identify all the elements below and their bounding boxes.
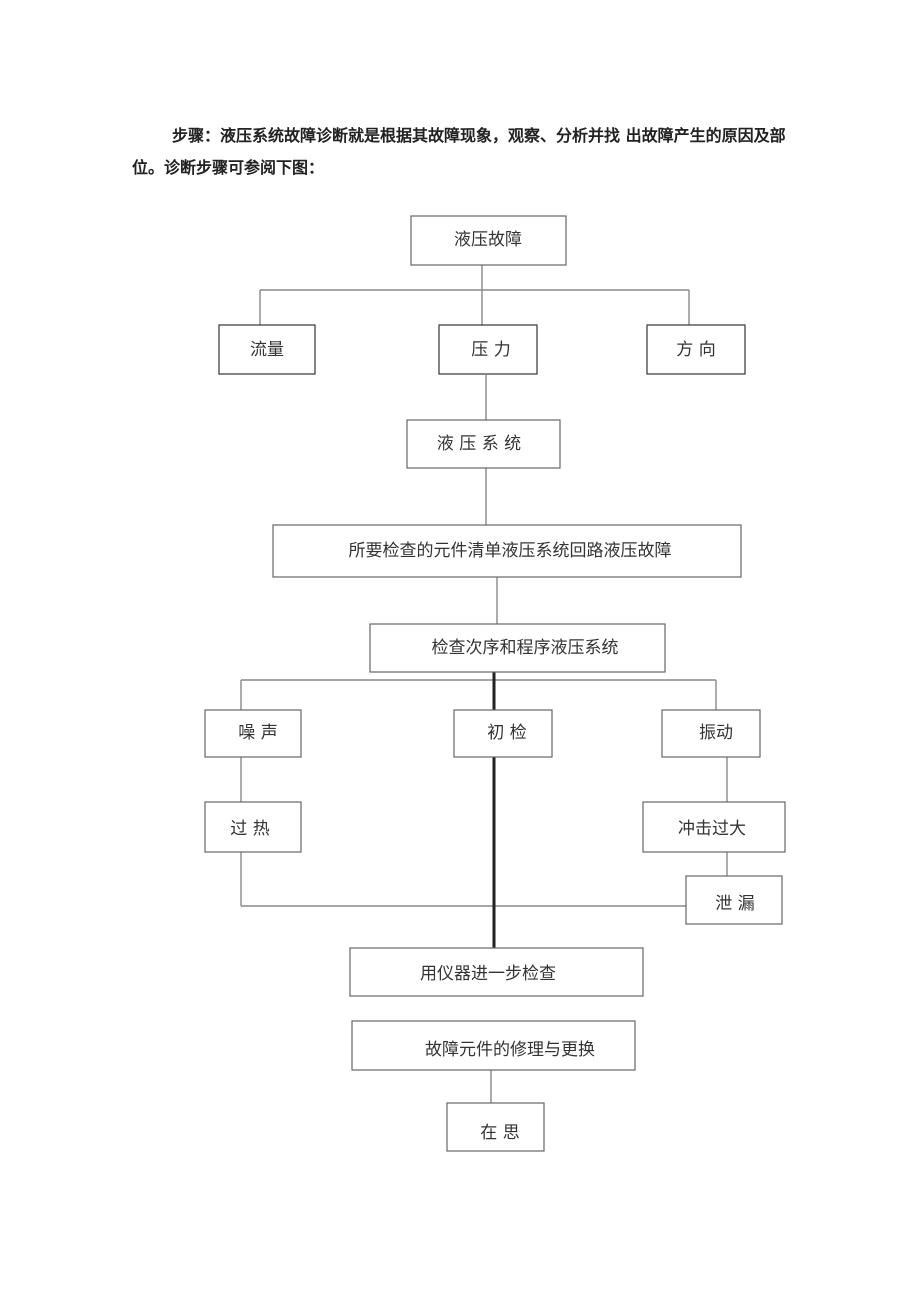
node-instrument-check: 用仪器进一步检查 xyxy=(349,947,644,997)
node-hydraulic-system: 液 压 系 统 xyxy=(406,419,561,469)
node-hydraulic-fault: 液压故障 xyxy=(410,215,567,266)
node-hydraulic-fault-label: 液压故障 xyxy=(454,230,522,250)
node-component-list: 所要检查的元件清单液压系统回路液压故障 xyxy=(272,524,742,578)
node-repair-replace: 故障元件的修理与更换 xyxy=(351,1020,636,1071)
node-leakage-label: 泄 漏 xyxy=(715,894,754,914)
node-direction-label: 方 向 xyxy=(676,340,715,360)
intro-paragraph: 步骤：液压系统故障诊断就是根据其故障现象，观察、分析并找 出故障产生的原因及部位… xyxy=(132,126,786,177)
node-overheat: 过 热 xyxy=(204,801,302,853)
node-noise: 噪 声 xyxy=(204,709,302,758)
node-noise-label: 噪 声 xyxy=(238,723,277,743)
node-impact-label: 冲击过大 xyxy=(678,819,746,839)
node-component-list-label: 所要检查的元件清单液压系统回路液压故障 xyxy=(349,541,672,561)
node-vibration: 振动 xyxy=(661,709,761,758)
node-initial-check: 初 检 xyxy=(453,709,553,758)
node-flow-label: 流量 xyxy=(250,340,284,360)
node-repair-replace-label: 故障元件的修理与更换 xyxy=(425,1040,595,1060)
node-flow: 流量 xyxy=(218,324,316,375)
node-leakage: 泄 漏 xyxy=(685,875,783,925)
node-impact: 冲击过大 xyxy=(642,801,786,853)
node-rethink-label: 在 思 xyxy=(480,1123,519,1143)
node-hydraulic-system-label: 液 压 系 统 xyxy=(437,434,521,454)
node-pressure-label: 压 力 xyxy=(471,340,510,360)
node-direction: 方 向 xyxy=(646,324,746,375)
node-check-order: 检查次序和程序液压系统 xyxy=(369,623,666,673)
node-instrument-check-label: 用仪器进一步检查 xyxy=(420,964,556,984)
node-initial-check-label: 初 检 xyxy=(487,723,526,743)
node-pressure: 压 力 xyxy=(438,324,538,375)
connectors xyxy=(240,265,728,1103)
node-vibration-label: 振动 xyxy=(699,723,733,743)
node-rethink: 在 思 xyxy=(446,1102,545,1152)
node-check-order-label: 检查次序和程序液压系统 xyxy=(432,638,619,658)
node-overheat-label: 过 热 xyxy=(230,819,269,839)
